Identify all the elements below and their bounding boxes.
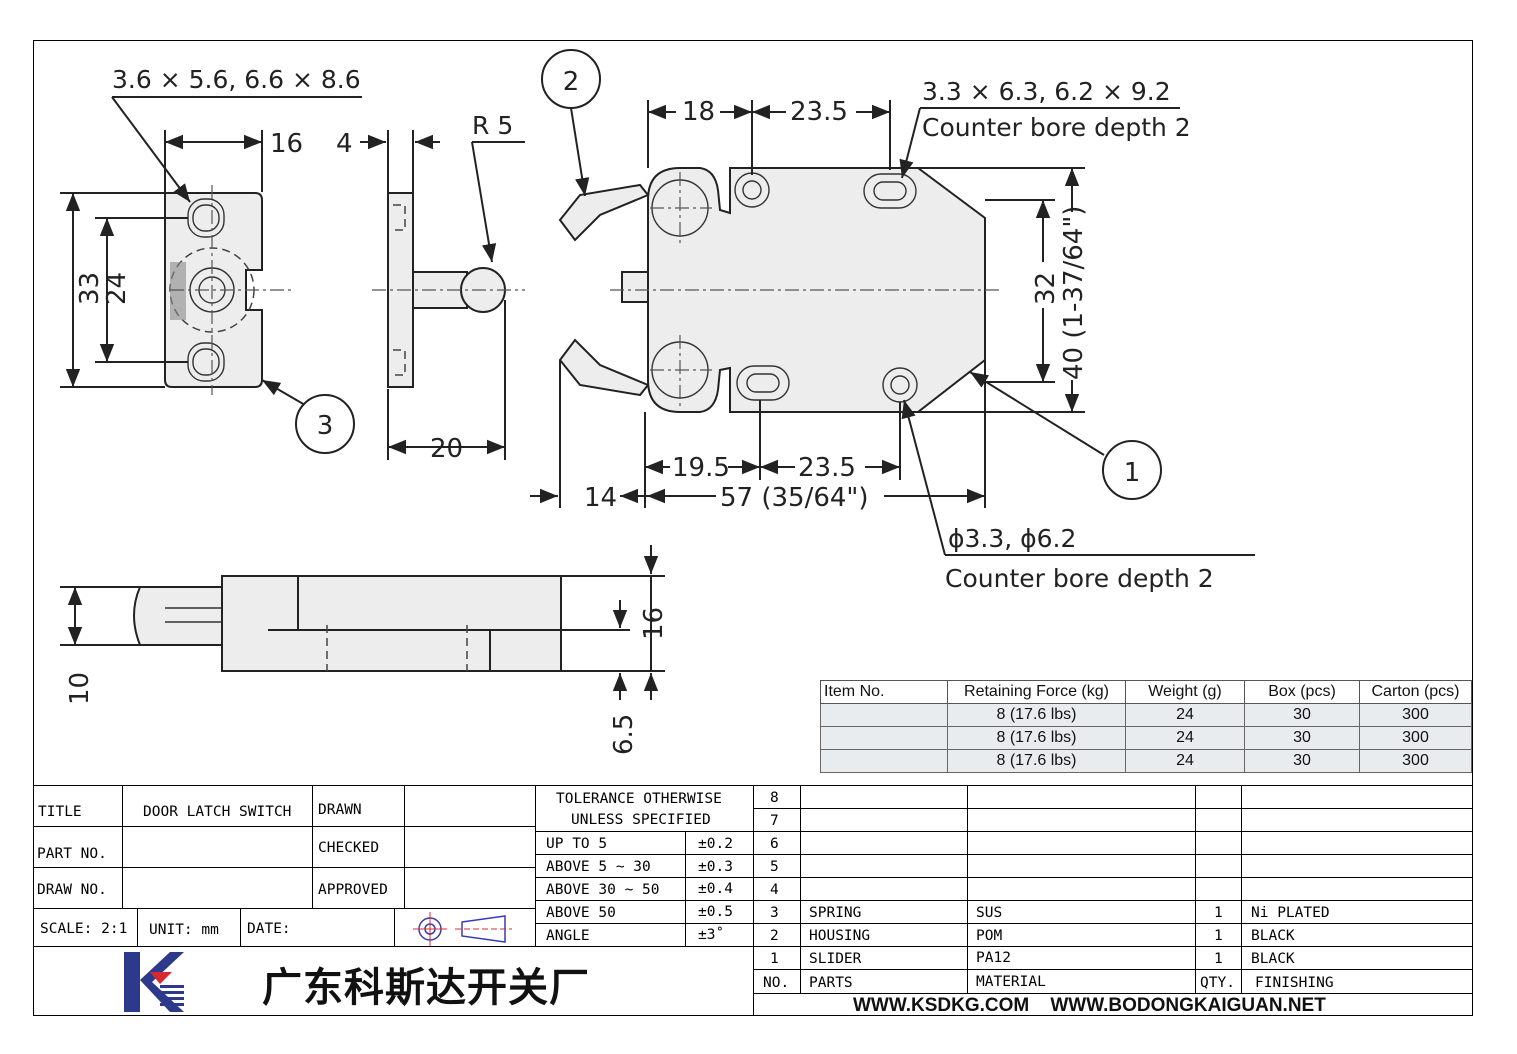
dim-32: 32: [1031, 272, 1061, 305]
col-box: Box (pcs): [1244, 680, 1360, 704]
tolerance-header-1: TOLERANCE OTHERWISE: [556, 791, 722, 807]
side-view-dimensions: 10 16 6.5: [60, 545, 669, 755]
tolerance-value: ±0.5: [698, 904, 733, 920]
svg-text:2: 2: [563, 67, 580, 97]
balloon-3: 3: [261, 379, 355, 454]
dim-33: 33: [75, 272, 105, 305]
bom-item-material: PA12: [976, 950, 1011, 966]
latch-top-view: [558, 167, 1000, 413]
bom-item-finishing: BLACK: [1251, 928, 1295, 944]
title-value: DOOR LATCH SWITCH: [143, 804, 292, 820]
checked-label: CHECKED: [318, 840, 380, 856]
bom-item-qty: 1: [1214, 905, 1223, 921]
bom-row-number: 6: [770, 836, 779, 852]
bom-item-part: SLIDER: [809, 951, 862, 967]
latch-bottom-dimensions: 19.5 23.5 14 57 (35/64") ϕ3.3, ϕ6.2 Coun…: [530, 360, 1255, 593]
latch-top-dimensions: 18 23.5 3.3 × 6.3, 6.2 × 9.2 Counter bor…: [647, 77, 1191, 179]
bom-header-finishing: FINISHING: [1255, 975, 1334, 991]
tolerance-header-2: UNLESS SPECIFIED: [571, 812, 711, 828]
latch-right-dimensions: 32 40 (1-37/64"): [918, 167, 1089, 413]
bom-item-finishing: Ni PLATED: [1251, 905, 1330, 921]
company-logo: [122, 950, 184, 1012]
tolerance-value: ±3˚: [698, 927, 725, 943]
balloon-2: 2: [541, 49, 601, 197]
spec-table-header: Item No. Retaining Force (kg) Weight (g)…: [820, 680, 1472, 704]
bom-header-qty: QTY.: [1200, 975, 1235, 991]
dim-19-5: 19.5: [672, 453, 730, 483]
svg-text:1: 1: [1124, 458, 1141, 488]
dim-16-side: 16: [639, 607, 669, 640]
dim-24: 24: [102, 272, 132, 305]
tolerance-value: ±0.2: [698, 836, 733, 852]
bom-row-number: 5: [770, 859, 779, 875]
bom-item-finishing: BLACK: [1251, 951, 1295, 967]
striker-side-view: 4 R 5 20: [336, 111, 525, 464]
bom-row-number: 7: [770, 813, 779, 829]
col-carton: Carton (pcs): [1359, 680, 1472, 704]
tolerance-range: ABOVE 5 ~ 30: [546, 859, 651, 875]
balloon-1: 1: [969, 371, 1162, 500]
counterbore-note-bottom: Counter bore depth 2: [945, 564, 1214, 593]
bom-header-no: NO.: [763, 975, 790, 991]
bom-row-number: 4: [770, 882, 779, 898]
tolerance-value: ±0.4: [698, 881, 733, 897]
dim-6-5: 6.5: [609, 714, 639, 755]
dim-23-5-bottom: 23.5: [798, 453, 856, 483]
slot-note-left: 3.6 × 5.6, 6.6 × 8.6: [112, 65, 361, 94]
dim-23-5-top: 23.5: [790, 97, 848, 127]
bom-header-parts: PARTS: [809, 975, 853, 991]
bom-item-part: HOUSING: [809, 928, 871, 944]
latch-side-view: [133, 575, 562, 672]
title-label: TITLE: [38, 804, 82, 820]
bom-item-qty: 1: [1214, 928, 1223, 944]
bom-item-material: POM: [976, 928, 1003, 944]
col-retaining-force: Retaining Force (kg): [947, 680, 1126, 704]
website: WWW.KSDKG.COM WWW.BODONGKAIGUAN.NET: [853, 995, 1326, 1016]
unit-label: UNIT: mm: [149, 922, 219, 938]
bom-item-no: 3: [770, 905, 779, 921]
bom-item-no: 2: [770, 928, 779, 944]
approved-label: APPROVED: [318, 882, 388, 898]
bom-header-material: MATERIAL: [976, 974, 1046, 990]
draw-no-label: DRAW NO.: [37, 882, 107, 898]
table-row: 8 (17.6 lbs) 24 30 300: [820, 726, 1472, 750]
dim-10: 10: [65, 672, 95, 705]
slot-note-right: 3.3 × 6.3, 6.2 × 9.2: [922, 77, 1171, 106]
projection-symbol: [413, 912, 512, 946]
spec-table: Item No. Retaining Force (kg) Weight (g)…: [820, 680, 1472, 773]
col-item-no: Item No.: [820, 680, 948, 704]
counterbore-note-top: Counter bore depth 2: [922, 113, 1191, 142]
hole-note: ϕ3.3, ϕ6.2: [948, 524, 1076, 553]
table-row: 8 (17.6 lbs) 24 30 300: [820, 749, 1472, 773]
bom-item-no: 1: [770, 951, 779, 967]
striker-plate-front-view: [164, 185, 295, 395]
dim-4: 4: [336, 129, 353, 159]
dim-40: 40 (1-37/64"): [1059, 206, 1089, 380]
tolerance-range: ANGLE: [546, 928, 590, 944]
part-no-label: PART NO.: [37, 846, 107, 862]
svg-text:3: 3: [317, 411, 334, 441]
striker-dimensions: 16 33 24 3.6 × 5.6, 6.6 × 8.6: [60, 65, 362, 388]
radius-note: R 5: [472, 111, 513, 140]
scale-label: SCALE: 2:1: [40, 921, 128, 937]
bom-row-number: 8: [770, 790, 779, 806]
col-weight: Weight (g): [1125, 680, 1245, 704]
tolerance-range: ABOVE 50: [546, 905, 616, 921]
company-name: 广东科斯达开关厂: [262, 965, 590, 1011]
date-label: DATE:: [247, 921, 291, 937]
dim-16-top: 16: [270, 129, 303, 159]
dim-20: 20: [430, 434, 463, 464]
dim-57: 57 (35/64"): [720, 483, 869, 513]
bom-item-part: SPRING: [809, 905, 862, 921]
drawn-label: DRAWN: [318, 802, 362, 818]
tolerance-range: ABOVE 30 ~ 50: [546, 882, 660, 898]
dim-14: 14: [584, 483, 617, 513]
table-row: 8 (17.6 lbs) 24 30 300: [820, 703, 1472, 727]
tolerance-value: ±0.3: [698, 859, 733, 875]
bom-item-qty: 1: [1214, 951, 1223, 967]
dim-18: 18: [682, 97, 715, 127]
tolerance-range: UP TO 5: [546, 836, 608, 852]
bom-item-material: SUS: [976, 905, 1003, 921]
